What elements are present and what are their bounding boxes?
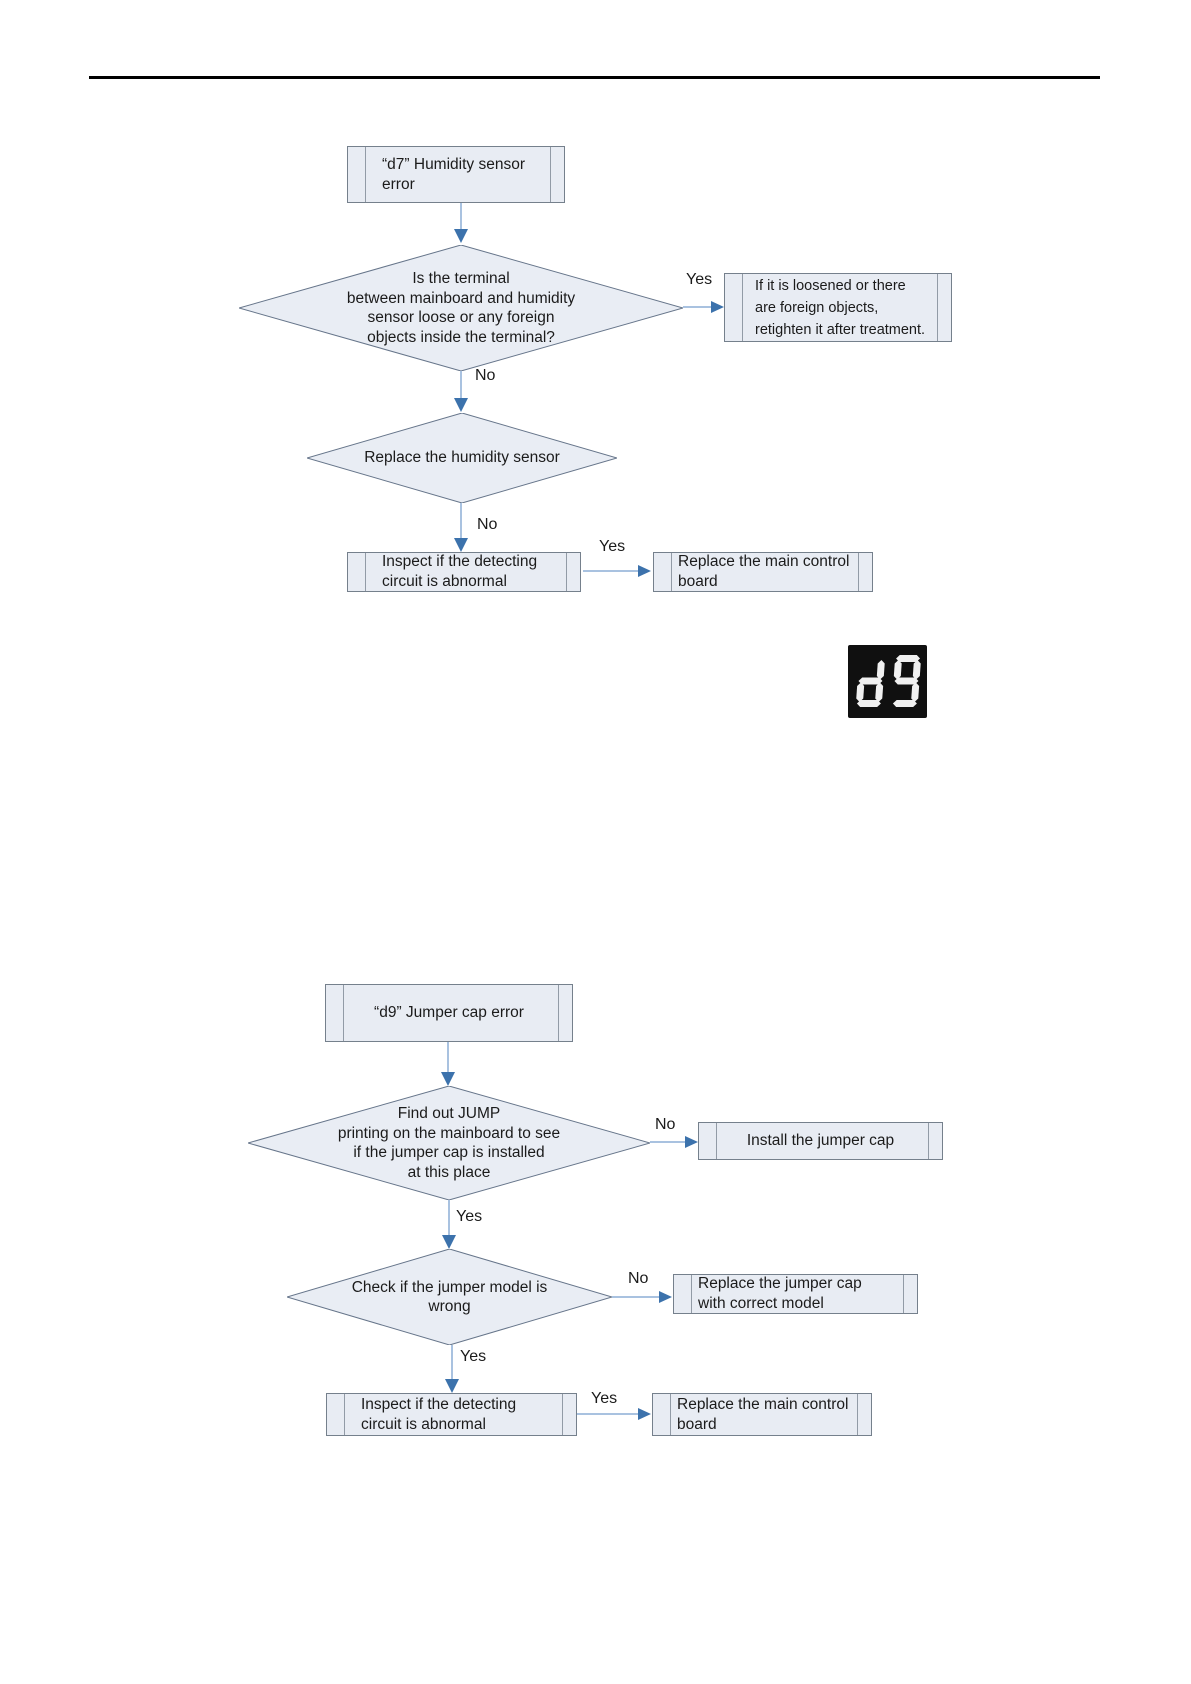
- arrow-down-icon: [454, 538, 468, 552]
- arrow-down-icon: [454, 229, 468, 243]
- arrow-right-icon: [685, 1136, 698, 1148]
- d7-action-retighten-box: If it is loosened or there are foreign o…: [724, 273, 952, 342]
- diamond-shape: [239, 245, 683, 371]
- d7-connector-no1-stem: [460, 371, 462, 398]
- d9-label-yes-2: Yes: [460, 1348, 487, 1365]
- d9-action-replace-cap-box: Replace the jumper cap with correct mode…: [673, 1274, 918, 1314]
- d9-process-inspect-box: Inspect if the detecting circuit is abno…: [326, 1393, 577, 1436]
- d7-connector-yes2-stem: [583, 570, 638, 572]
- d9-label-no-1: No: [655, 1116, 676, 1133]
- arrow-right-icon: [711, 301, 724, 313]
- d7-process-inspect-box: Inspect if the detecting circuit is abno…: [347, 552, 581, 592]
- arrow-right-icon: [638, 1408, 651, 1420]
- d9-connector-yes3-stem: [577, 1413, 638, 1415]
- d7-label-yes-2: Yes: [599, 538, 626, 555]
- d9-connector-yes2-stem: [451, 1345, 453, 1379]
- d9-decision-jump-text: Find out JUMP printing on the mainboard …: [337, 1105, 561, 1181]
- d7-connector-start-stem: [460, 203, 462, 229]
- diamond-shape: [287, 1249, 612, 1345]
- display-background: [848, 645, 927, 718]
- d9-process-replace-board-box: Replace the main control board: [652, 1393, 872, 1436]
- d9-decision-model-text: Check if the jumper model is wrong: [351, 1278, 548, 1316]
- d7-connector-yes-stem: [683, 306, 711, 308]
- d9-decision-jump: Find out JUMP printing on the mainboard …: [248, 1086, 650, 1200]
- arrow-down-icon: [442, 1235, 456, 1249]
- diamond-shape: [248, 1086, 650, 1200]
- d7-label-no-2: No: [477, 516, 498, 533]
- d7-decision-replace-sensor-text: Replace the humidity sensor: [364, 449, 560, 467]
- d7-connector-no2-stem: [460, 503, 462, 538]
- d9-connector-start-stem: [447, 1042, 449, 1072]
- d9-start-box: “d9” Jumper cap error: [325, 984, 573, 1042]
- d9-label-yes-3: Yes: [591, 1390, 618, 1407]
- d7-decision-terminal: Is the terminal between mainboard and hu…: [239, 245, 683, 371]
- d7-start-box: “d7” Humidity sensor error: [347, 146, 565, 203]
- arrow-down-icon: [445, 1379, 459, 1393]
- arrow-right-icon: [659, 1291, 672, 1303]
- seven-segment-display: [848, 645, 927, 718]
- d9-connector-no2-stem: [612, 1296, 659, 1298]
- d9-label-no-2: No: [628, 1270, 649, 1287]
- d9-connector-yes1-stem: [448, 1200, 450, 1235]
- header-rule: [89, 76, 1100, 79]
- d7-process-replace-board-box: Replace the main control board: [653, 552, 873, 592]
- arrow-down-icon: [454, 398, 468, 412]
- d7-label-yes-1: Yes: [686, 271, 713, 288]
- d7-decision-terminal-text: Is the terminal between mainboard and hu…: [346, 270, 576, 346]
- arrow-down-icon: [441, 1072, 455, 1086]
- d9-connector-no1-stem: [650, 1141, 685, 1143]
- diamond-shape: [307, 413, 617, 503]
- display-digits: [856, 655, 921, 707]
- d7-label-no-1: No: [475, 367, 496, 384]
- d7-decision-replace-sensor: Replace the humidity sensor: [307, 413, 617, 503]
- d9-label-yes-1: Yes: [456, 1208, 483, 1225]
- d9-action-install-box: Install the jumper cap: [698, 1122, 943, 1160]
- arrow-right-icon: [638, 565, 651, 577]
- d9-decision-model: Check if the jumper model is wrong: [287, 1249, 612, 1345]
